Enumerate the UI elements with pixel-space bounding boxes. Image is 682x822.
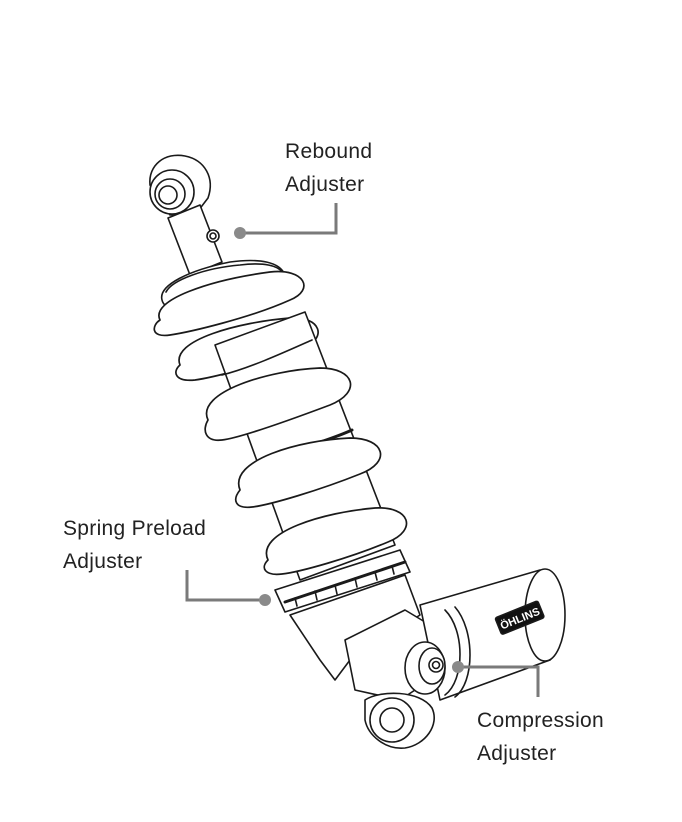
preload-collar (274, 549, 411, 613)
leader-dot-compression (452, 661, 464, 673)
leader-line-preload (185, 570, 265, 602)
leader-lines (185, 203, 540, 697)
rebound-adjuster-label: Rebound Adjuster (285, 135, 372, 201)
compression-label-line-2: Adjuster (477, 742, 557, 765)
leader-line-rebound (240, 203, 338, 235)
compression-adjuster-label: Compression Adjuster (477, 704, 604, 770)
compression-label-line-1: Compression (477, 709, 605, 732)
leader-line-compression (458, 665, 540, 697)
leader-dot-rebound (234, 227, 246, 239)
preload-label-line-1: Spring Preload (63, 517, 207, 540)
preload-label-line-2: Adjuster (63, 550, 143, 573)
spring-preload-adjuster-label: Spring Preload Adjuster (63, 512, 206, 578)
bottom-eyelet (364, 692, 435, 749)
rebound-label-line-1: Rebound (285, 140, 373, 163)
leader-dot-preload (259, 594, 271, 606)
rebound-label-line-2: Adjuster (285, 173, 365, 196)
compression-adjuster-knob (404, 641, 446, 695)
coil-spring-front (204, 367, 408, 576)
upper-shaft (167, 204, 223, 276)
leader-dots (234, 227, 464, 673)
top-eyelet (149, 154, 211, 216)
